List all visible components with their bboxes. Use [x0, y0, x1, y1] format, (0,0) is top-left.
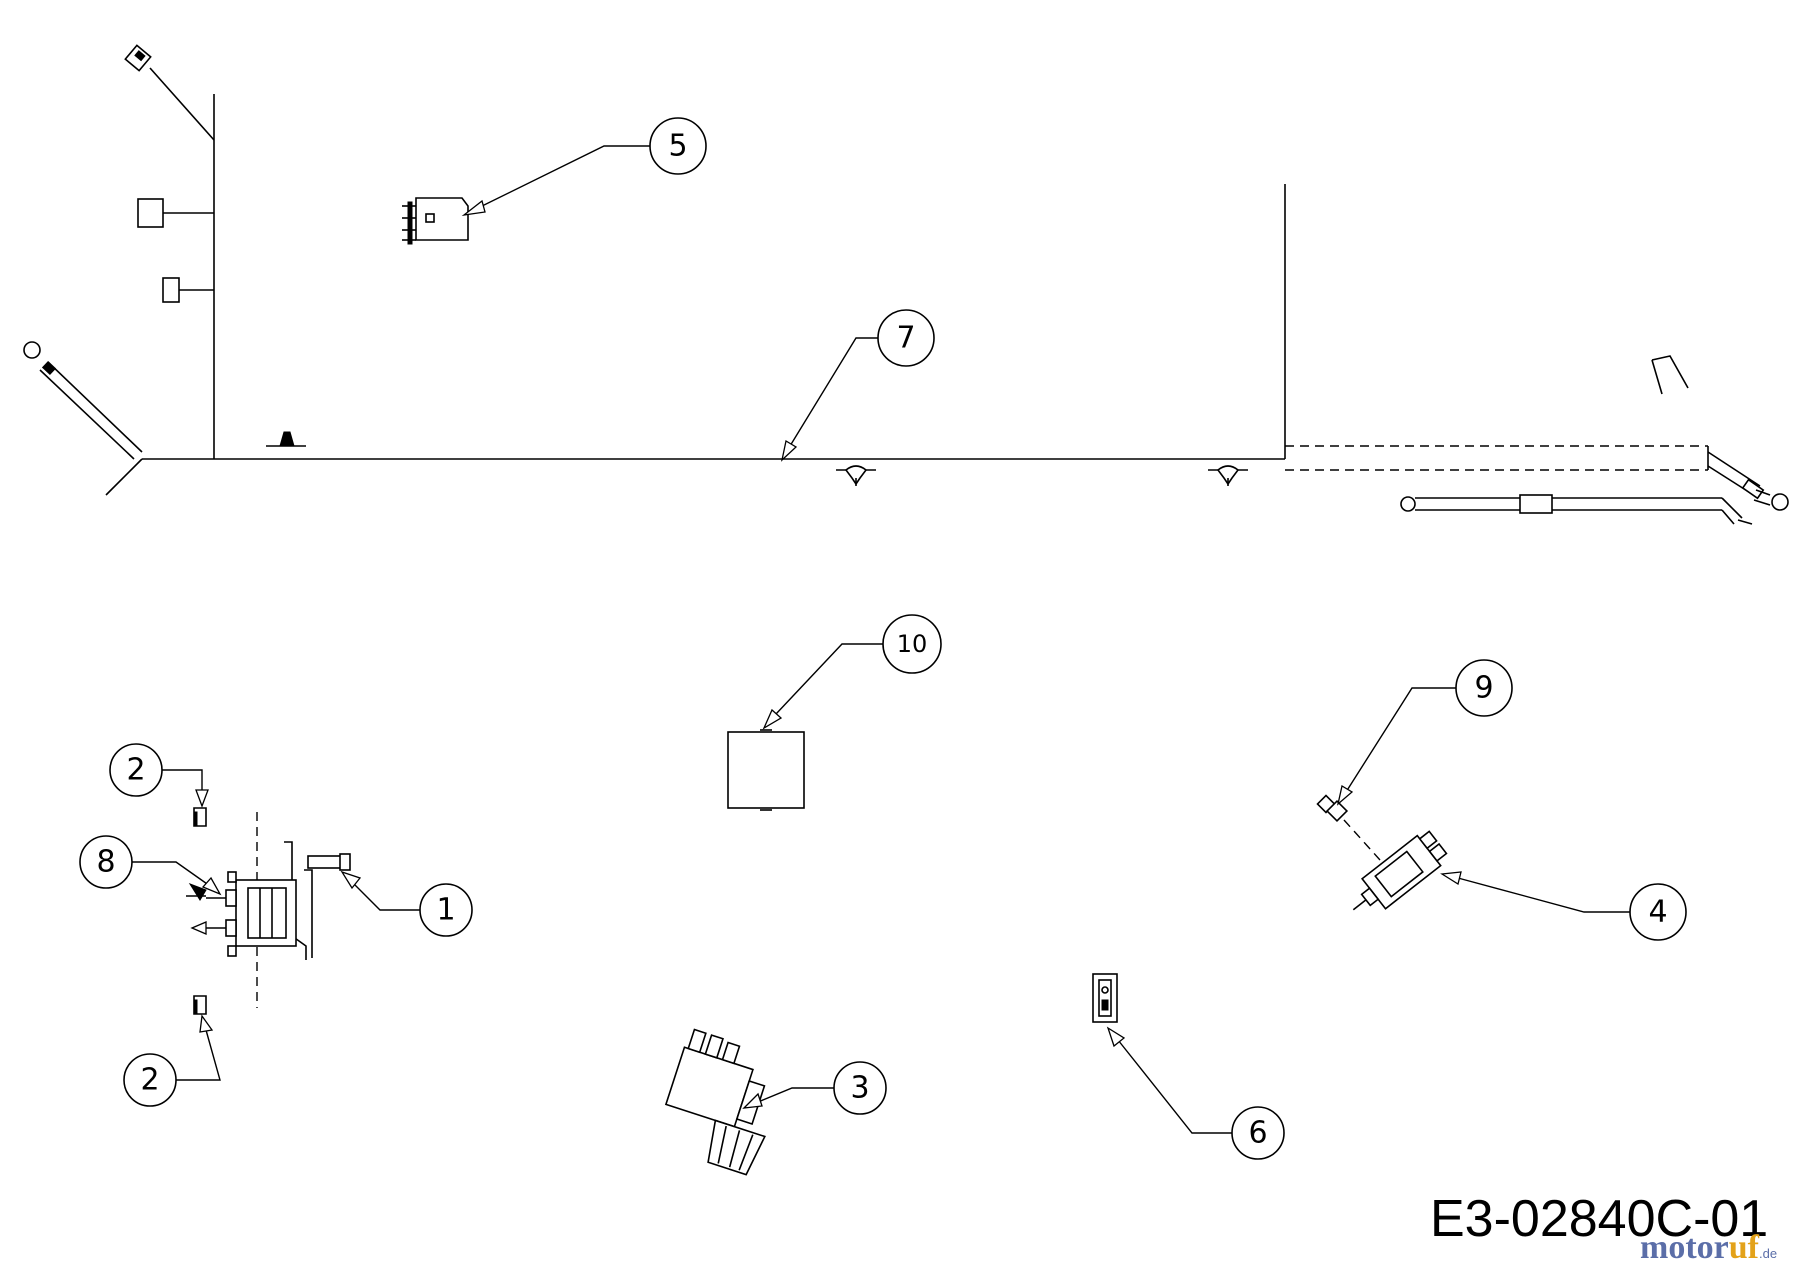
callout-7-label: 7 [896, 321, 915, 356]
part-4-seat-switch [1352, 830, 1448, 911]
callout-6-label: 6 [1248, 1116, 1267, 1151]
motoruf-watermark: motoruf.de [1640, 1229, 1777, 1266]
callout-10-label: 10 [897, 630, 928, 658]
watermark-main: motor [1640, 1229, 1729, 1266]
part-2-nut-top [193, 807, 207, 827]
callout-1-label: 1 [436, 893, 455, 928]
part-5-connector [402, 197, 469, 245]
part-10-module [727, 729, 805, 811]
callout-8-label: 8 [96, 845, 115, 880]
part-8-solenoid-assembly [186, 812, 313, 1008]
drawing-id: E3-02840C-01 [1430, 1190, 1768, 1248]
svg-text:motoruf.de: motoruf.de [1640, 1229, 1777, 1266]
callout-1: 1 [419, 883, 473, 937]
watermark-tail: uf [1729, 1229, 1760, 1266]
callout-9: 9 [1455, 659, 1513, 717]
callout-3-label: 3 [850, 1071, 869, 1106]
callout-9-label: 9 [1474, 671, 1493, 706]
callout-2-top: 2 [109, 743, 163, 797]
callout-2-bottom-label: 2 [140, 1063, 159, 1098]
part-6-rocker-switch [1092, 973, 1118, 1023]
part-2-nut-bottom [193, 995, 207, 1015]
callout-5: 5 [649, 117, 707, 175]
main-wiring-harness [23, 44, 1789, 525]
callout-4-label: 4 [1648, 895, 1667, 930]
callout-4: 4 [1629, 883, 1687, 941]
part-9-plug [1316, 794, 1349, 823]
callout-3: 3 [833, 1061, 887, 1115]
leader-lines [132, 145, 1630, 1134]
callout-2-bottom: 2 [123, 1053, 177, 1107]
callout-8: 8 [79, 835, 133, 889]
callout-5-label: 5 [668, 129, 687, 164]
part-3-ignition-switch [664, 1028, 766, 1176]
harness-clip-left [266, 431, 306, 447]
watermark-tld: .de [1759, 1246, 1777, 1261]
harness-push-clip-mid [836, 465, 876, 486]
callout-7: 7 [877, 309, 935, 367]
callout-2-top-label: 2 [126, 753, 145, 788]
callout-10: 10 [882, 614, 942, 674]
callout-6: 6 [1231, 1106, 1285, 1160]
part-1-terminal-bolt [307, 853, 351, 871]
harness-push-clip-right [1208, 465, 1248, 486]
